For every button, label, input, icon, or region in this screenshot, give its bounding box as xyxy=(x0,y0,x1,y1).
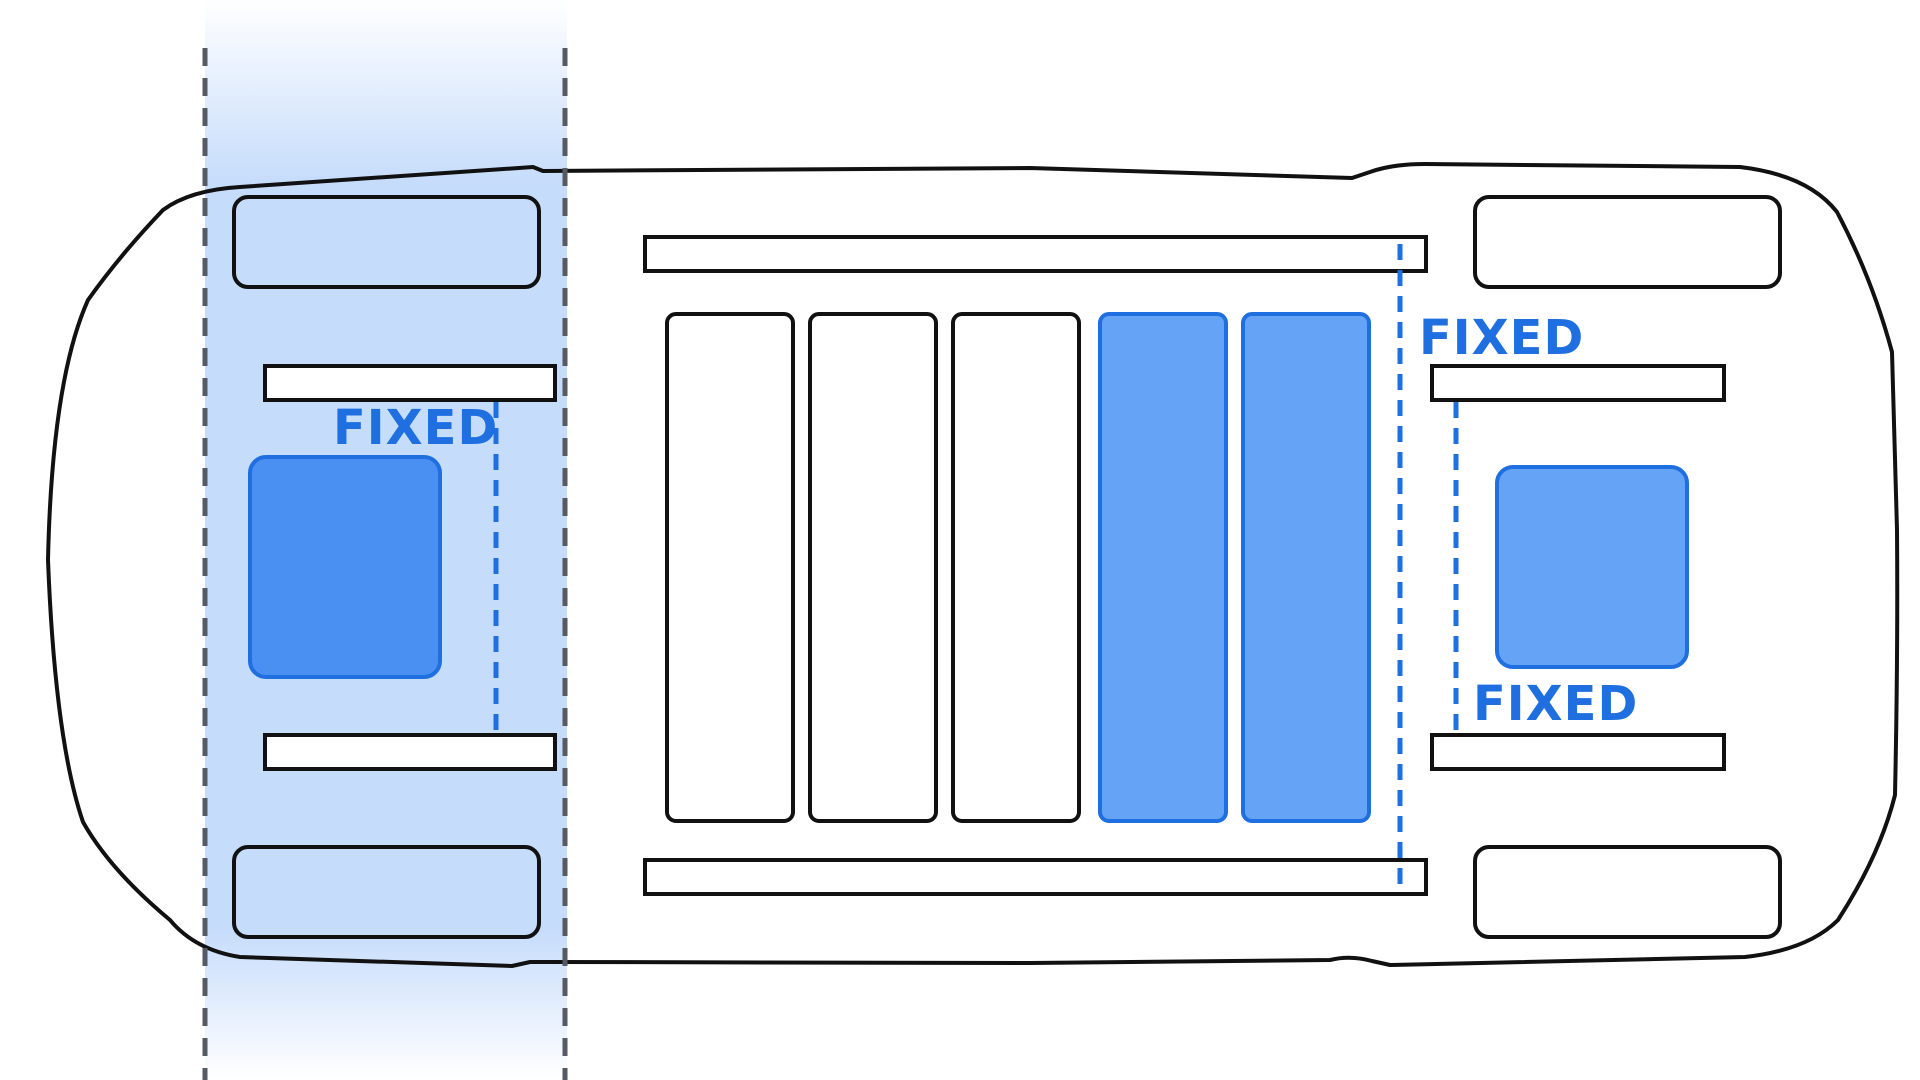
side-rail-top xyxy=(643,235,1428,273)
fixed-label-rear-bottom: FIXED xyxy=(1473,676,1638,732)
fixed-label-front: FIXED xyxy=(333,400,498,456)
rear-motor-block xyxy=(1495,465,1689,669)
front-motor-block xyxy=(248,455,442,679)
rear-axle-bar-top xyxy=(1430,364,1726,402)
battery-module-3 xyxy=(951,312,1081,823)
battery-module-4 xyxy=(1098,312,1228,823)
battery-module-1 xyxy=(665,312,795,823)
wheel-rear-left xyxy=(1473,195,1782,289)
wheel-front-right xyxy=(232,845,541,939)
front-axle-bar-top xyxy=(263,364,557,402)
battery-module-2 xyxy=(808,312,938,823)
fixed-label-rear-top: FIXED xyxy=(1419,310,1584,366)
front-axle-bar-bottom xyxy=(263,733,557,771)
wheel-front-left xyxy=(232,195,541,289)
rear-axle-bar-bottom xyxy=(1430,733,1726,771)
side-rail-bottom xyxy=(643,858,1428,896)
battery-module-5 xyxy=(1241,312,1371,823)
battery-modules xyxy=(665,312,1371,823)
car-body-outline xyxy=(46,162,1900,968)
wheel-rear-right xyxy=(1473,845,1782,939)
